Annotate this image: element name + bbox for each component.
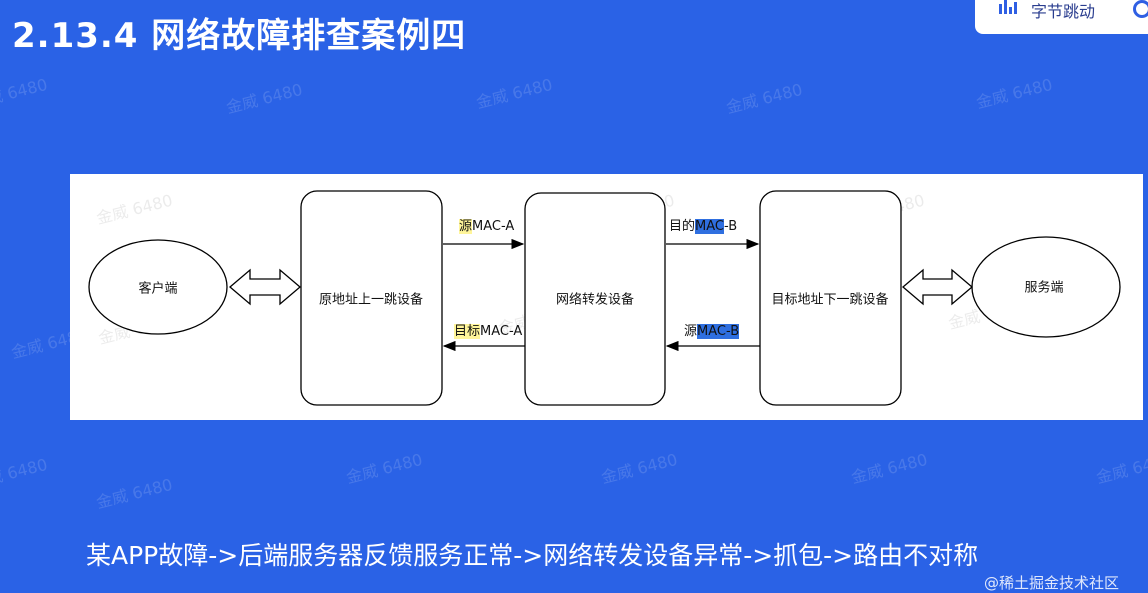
diagram-canvas: 金威 6480 金威 6480 金威 6480 金威 6480 金威 6480 … xyxy=(88,190,1121,406)
watermark: 金威 6480 xyxy=(974,74,1055,113)
brand-name: 字节跳动 xyxy=(1031,2,1096,21)
source-hop-label: 原地址上一跳设备 xyxy=(318,292,424,308)
brand-logo: 字节跳动 xyxy=(975,0,1148,34)
bidirectional-link-right xyxy=(901,268,974,306)
panel-watermark: 金威 6480 xyxy=(94,191,174,228)
brand-mark-icon xyxy=(1133,0,1148,18)
edge-label-top-right: 目的MAC-B xyxy=(669,219,738,234)
watermark: 金威 6480 xyxy=(224,79,305,118)
watermark: 金威 6480 xyxy=(344,449,425,488)
source-hop-node xyxy=(300,190,443,406)
watermark: 金威 6480 xyxy=(94,474,175,513)
edge-label-bottom-left: 目标MAC-A xyxy=(454,324,523,339)
source-credit: @稀土掘金技术社区 xyxy=(984,574,1120,592)
watermark: 金威 6480 xyxy=(599,449,680,488)
watermark: 金威 6480 xyxy=(1094,449,1148,488)
watermark: 金威 6480 xyxy=(724,79,805,118)
client-label: 客户端 xyxy=(138,281,178,297)
dest-hop-label: 目标地址下一跳设备 xyxy=(771,292,889,308)
bar-chart-logo-icon xyxy=(999,0,1021,14)
forwarder-node xyxy=(524,192,666,406)
watermark: 金威 6480 xyxy=(0,454,50,493)
edge-label-bottom-right: 源MAC-B xyxy=(684,324,740,339)
watermark: 金威 6480 xyxy=(474,74,555,113)
client-node xyxy=(88,239,228,335)
watermark: 金威 6480 xyxy=(849,449,930,488)
forwarder-label: 网络转发设备 xyxy=(555,292,635,308)
bidirectional-link-left xyxy=(228,268,302,306)
slide-subtitle: 某APP故障->后端服务器反馈服务正常->网络转发设备异常->抓包->路由不对称 xyxy=(86,541,979,570)
dest-hop-node xyxy=(759,190,902,406)
watermark: 金威 6480 xyxy=(0,74,50,113)
edge-label-top-left: 源MAC-A xyxy=(459,219,515,234)
slide-title: 2.13.4 网络故障排查案例四 xyxy=(12,16,467,56)
server-label: 服务端 xyxy=(1024,280,1064,296)
diagram-panel: 金威 6480 金威 6480 金威 6480 金威 6480 金威 6480 … xyxy=(70,174,1143,420)
